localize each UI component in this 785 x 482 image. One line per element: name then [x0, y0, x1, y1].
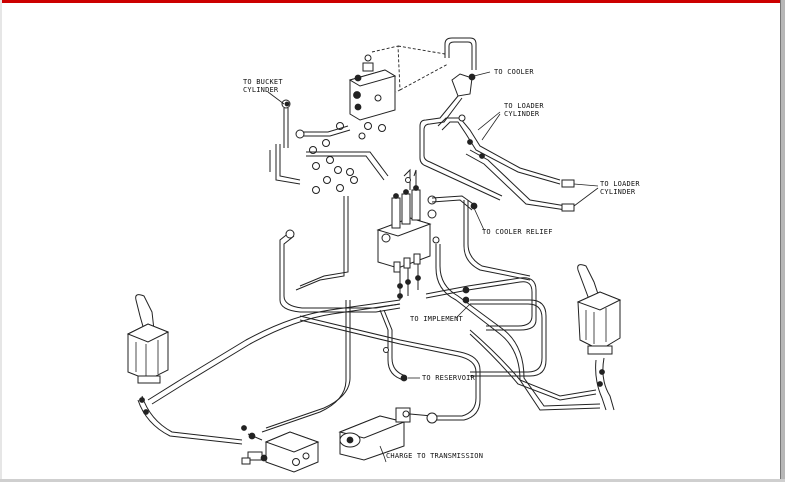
label-loader-cylinder-upper-line2: CYLINDER: [504, 110, 540, 118]
left-joystick: [126, 294, 243, 445]
bucket-cylinder-lines: [269, 99, 389, 194]
label-to-implement: TO IMPLEMENT: [410, 315, 464, 323]
labels: TO BUCKET CYLINDER TO COOLER TO LOADER C…: [243, 68, 640, 460]
implement-hoses: [425, 244, 601, 411]
loader-cylinder-hoses: [437, 114, 575, 212]
frame-top-border: [0, 0, 785, 3]
right-joystick: [469, 264, 622, 411]
frame-left-border: [0, 0, 2, 482]
hydraulic-pump: [338, 407, 438, 461]
leader-lines: [267, 71, 599, 463]
label-loader-cylinder-right-line1: TO LOADER: [600, 180, 640, 188]
relief-valve-block: [336, 45, 449, 140]
cooler-relief-line: [431, 195, 531, 281]
frame-right-border: [780, 0, 785, 482]
secondary-valve: [241, 425, 320, 473]
frame-bottom-border: [0, 479, 785, 482]
label-to-reservoir: TO RESERVOIR: [422, 374, 476, 382]
label-to-cooler: TO COOLER: [494, 68, 534, 76]
label-loader-cylinder-right-line2: CYLINDER: [600, 188, 636, 196]
label-bucket-cylinder-line2: CYLINDER: [243, 86, 279, 94]
label-loader-cylinder-upper-line1: TO LOADER: [504, 102, 544, 110]
main-control-valve: [376, 168, 440, 300]
label-charge-to-transmission: CHARGE TO TRANSMISSION: [386, 452, 483, 460]
label-bucket-cylinder-line1: TO BUCKET: [243, 78, 283, 86]
label-cooler-relief: TO COOLER RELIEF: [482, 228, 553, 236]
cooler-lines: [419, 37, 503, 201]
left-hose-bundle: [147, 196, 481, 433]
